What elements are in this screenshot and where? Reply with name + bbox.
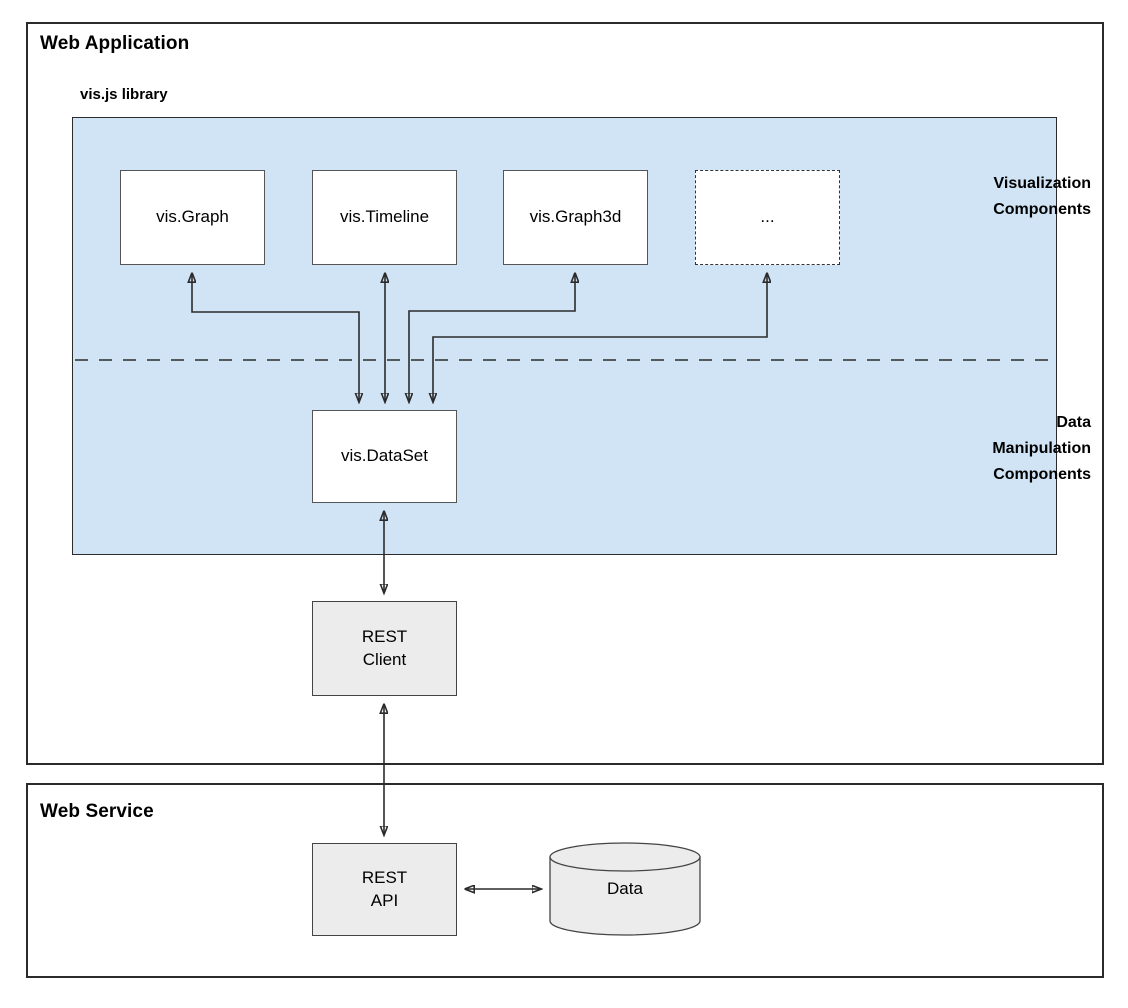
node-vis-graph[interactable]: vis.Graph [120, 170, 265, 265]
node-rest-api-label: REST API [361, 868, 408, 910]
node-rest-client-label: REST Client [361, 627, 408, 669]
node-vis-timeline[interactable]: vis.Timeline [312, 170, 457, 265]
vis-js-library-title: vis.js library [80, 86, 168, 103]
node-more-components-label: ... [760, 207, 775, 227]
node-rest-api[interactable]: REST API [312, 843, 457, 936]
web-service-title: Web Service [40, 801, 154, 822]
node-vis-dataset[interactable]: vis.DataSet [312, 410, 457, 503]
node-vis-timeline-label: vis.Timeline [339, 207, 430, 227]
node-data-store[interactable]: Data [549, 842, 701, 936]
node-more-components[interactable]: ... [695, 170, 840, 265]
node-vis-graph3d-label: vis.Graph3d [529, 207, 622, 227]
node-vis-dataset-label: vis.DataSet [341, 446, 428, 466]
node-vis-graph-label: vis.Graph [156, 207, 229, 227]
web-application-title: Web Application [40, 33, 190, 54]
node-rest-client[interactable]: REST Client [312, 601, 457, 696]
visualization-components-label: Visualization Components [993, 175, 1091, 218]
data-manipulation-components-label: Data Manipulation Components [992, 414, 1091, 483]
database-cylinder-icon [549, 842, 701, 936]
node-vis-graph3d[interactable]: vis.Graph3d [503, 170, 648, 265]
node-data-store-label: Data [607, 879, 643, 898]
